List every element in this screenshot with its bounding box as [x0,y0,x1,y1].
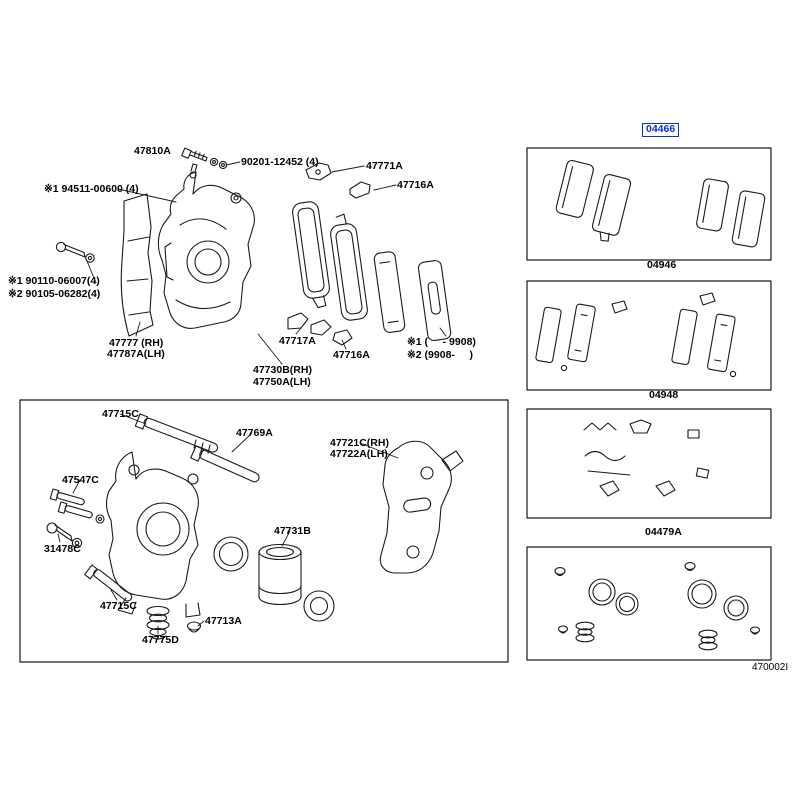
clip-47771A-art [305,162,332,181]
caliper-housing-art [106,451,201,618]
brake-pad-inner-art [292,201,330,309]
note-label-2: ※2 (9908- ) [407,349,473,361]
part-label-47730B-rh: 47730B(RH) [253,364,312,376]
bolts-47547C-art [49,488,105,524]
part-label-31478C: 31478C [44,543,81,555]
washers-90201-art [209,157,228,170]
part-label-47810A: 47810A [134,145,171,157]
kit-label-04948: 04948 [649,389,679,401]
part-label-47713A: 47713A [205,615,242,627]
kit-box-fittings-art [526,408,772,519]
part-label-47717A: 47717A [279,335,316,347]
clip-47717A-art [287,312,332,336]
bolt-31478C-art [46,522,83,549]
clip-47716A-bottom-art [332,329,353,346]
piston-seal-art [213,536,249,572]
clip-47716A-top-art [349,181,371,199]
part-label-47731B: 47731B [274,525,311,537]
shim-outer-art [417,260,452,342]
bolt-90110-art [55,241,95,263]
part-label-47547C: 47547C [62,474,99,486]
part-label-94511-00600: ※1 94511-00600 (4) [44,183,139,195]
part-label-90105-06282: ※2 90105-06282(4) [8,288,101,300]
part-label-47716A-top: 47716A [397,179,434,191]
leader-lines-top [86,161,447,365]
kit-box-shims-art [526,280,772,391]
kit-box-seals-art [526,546,772,661]
dust-shield-art [120,193,154,337]
part-label-47777-rh: 47777 (RH) [109,337,164,349]
part-label-47721C-rh: 47721C(RH) [330,437,389,449]
part-label-47715C-lower: 47715C [100,600,137,612]
diagram-code: 470002I [752,662,789,673]
part-label-90110-06007: ※1 90110-06007(4) [8,275,100,287]
part-label-47775D: 47775D [142,634,179,646]
part-label-47771A: 47771A [366,160,403,172]
note-label-1: ※1 ( - 9908) [407,336,476,348]
bolt-47810A-art [181,147,208,162]
caliper-body-art [157,163,255,329]
slide-pin-lower-art [84,564,133,602]
part-label-47750A-lh: 47750A(LH) [253,376,311,388]
carrier-bracket-art [379,440,464,574]
leader-lines-bottom [57,413,399,635]
slide-pin-upper-art [134,413,219,454]
shim-inner-art [373,251,406,333]
part-label-47769A: 47769A [236,427,273,439]
cap-47713A-art [186,621,202,633]
part-label-47787A-lh: 47787A(LH) [107,348,165,360]
pin-boot-47775D-art [146,605,170,640]
slide-pin-47769A-art [190,445,260,483]
brake-pad-outer-art [330,213,368,321]
kit-label-04466-selected[interactable]: 04466 [642,123,680,137]
part-label-47715C-upper: 47715C [102,408,139,420]
part-label-47722A-lh: 47722A(LH) [330,448,388,460]
part-label-90201-12452: 90201-12452 (4) [241,156,319,168]
kit-label-04479A: 04479A [645,526,682,538]
caliper-detail-box-art [19,399,509,663]
piston-boot-art [303,590,335,622]
piston-art [258,543,302,606]
kit-label-04946: 04946 [647,259,677,271]
kit-box-pads-art [526,147,772,261]
part-label-47716A-bottom: 47716A [333,349,370,361]
